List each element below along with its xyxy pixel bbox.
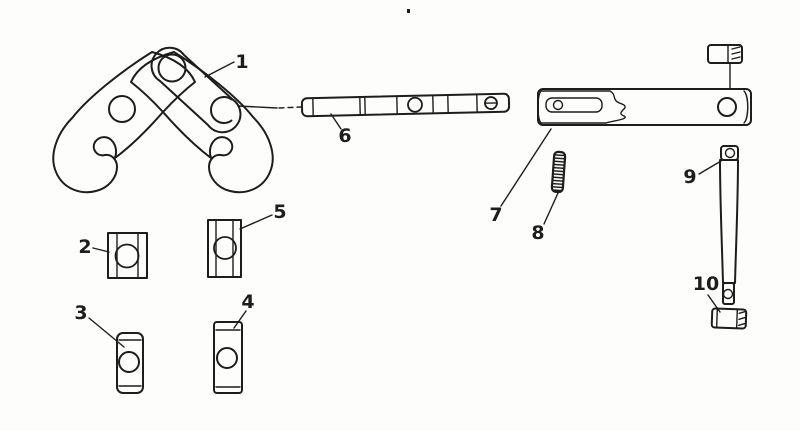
leader-part-8 (543, 192, 559, 225)
part-2-block (107, 232, 148, 279)
part-9-shaft (719, 145, 739, 305)
leader-part-6 (330, 113, 342, 130)
part-labels: 1 2 3 4 5 6 7 8 9 10 (74, 51, 719, 324)
part-label-9: 9 (683, 166, 696, 188)
part-label-1: 1 (235, 51, 248, 73)
part-label-4: 4 (241, 291, 254, 313)
ink-speck (407, 9, 410, 13)
left-arm-hole (108, 95, 136, 123)
part-10-nut (710, 307, 748, 330)
part-label-3: 3 (74, 302, 87, 324)
jaw-bar-end-hole (717, 97, 737, 117)
leader-part-1 (204, 61, 235, 78)
assembly-axis-line (237, 105, 302, 109)
leader-part-9 (698, 160, 722, 175)
part-7-jaw-bar (537, 88, 752, 126)
part-label-5: 5 (273, 201, 286, 223)
part-3-block (116, 332, 144, 394)
part-1-clamp-body (52, 46, 274, 194)
shaft-bottom-hole (722, 288, 734, 300)
part-4-block (213, 321, 243, 394)
leader-part-4 (233, 310, 247, 329)
block-3-hole (118, 351, 140, 373)
part-label-7: 7 (489, 204, 502, 226)
part-label-8: 8 (531, 222, 544, 244)
block-4-hole (216, 347, 238, 369)
leader-part-3 (88, 317, 125, 348)
right-arm-hole (210, 96, 233, 124)
leader-part-7 (500, 128, 552, 207)
nut-top (707, 44, 743, 89)
block-5-hole (213, 236, 237, 260)
block-2-hole (114, 243, 140, 269)
leader-part-2 (92, 247, 110, 253)
jaw-bar-slot (545, 97, 603, 113)
part-label-10: 10 (693, 273, 719, 295)
leader-part-10 (707, 294, 721, 313)
pivot-hole (157, 53, 187, 83)
slot-pin-hole (552, 99, 564, 111)
part-label-2: 2 (78, 236, 91, 258)
rod-pin-hole (407, 96, 423, 113)
shaft-top-hole (724, 147, 736, 159)
leader-lines (88, 61, 722, 348)
part-label-6: 6 (338, 125, 351, 147)
part-8-roll-pin (550, 150, 567, 194)
part-5-block (207, 219, 242, 278)
section-hatching (537, 90, 626, 124)
clamp-right-arm (130, 51, 274, 194)
part-6-rod (300, 92, 511, 118)
leader-part-5 (239, 214, 273, 230)
